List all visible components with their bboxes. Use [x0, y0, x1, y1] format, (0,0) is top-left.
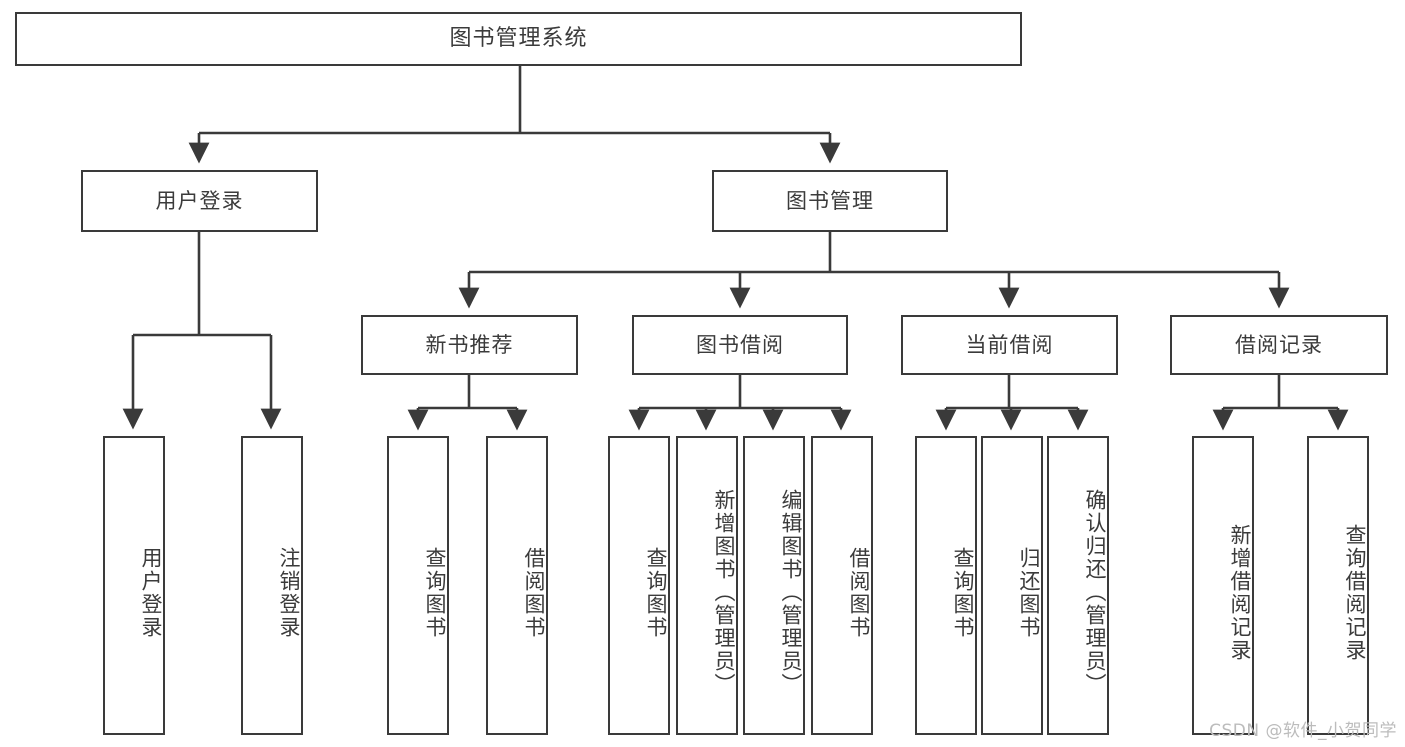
leaf-borrow-borrow-book[interactable]: 借阅图书 [811, 436, 873, 735]
node-label: 图书管理 [786, 188, 874, 213]
leaf-current-confirm-return-admin[interactable]: 确认归还（管理员） [1047, 436, 1109, 735]
node-label: 借阅图书 [522, 546, 546, 639]
leaf-user-login-logout[interactable]: 注销登录 [241, 436, 303, 735]
node-label: 编辑图书（管理员） [779, 489, 803, 696]
node-label: 新增借阅记录 [1228, 523, 1252, 662]
leaf-current-return-book[interactable]: 归还图书 [981, 436, 1043, 735]
node-book-management[interactable]: 图书管理 [712, 170, 948, 232]
csdn-watermark: CSDN @软件_小贺同学 [1209, 721, 1397, 741]
node-root-system[interactable]: 图书管理系统 [15, 12, 1022, 66]
leaf-current-query-book[interactable]: 查询图书 [915, 436, 977, 735]
leaf-borrow-edit-book-admin[interactable]: 编辑图书（管理员） [743, 436, 805, 735]
leaf-recommend-borrow-book[interactable]: 借阅图书 [486, 436, 548, 735]
node-borrow-record[interactable]: 借阅记录 [1170, 315, 1388, 375]
leaf-user-login-login[interactable]: 用户登录 [103, 436, 165, 735]
leaf-borrow-add-book-admin[interactable]: 新增图书（管理员） [676, 436, 738, 735]
node-label: 注销登录 [277, 546, 301, 639]
node-label: 图书管理系统 [449, 26, 588, 52]
leaf-record-query-record[interactable]: 查询借阅记录 [1307, 436, 1369, 735]
node-label: 新增图书（管理员） [712, 489, 736, 696]
node-new-book-recommend[interactable]: 新书推荐 [361, 315, 578, 375]
node-label: 借阅记录 [1235, 332, 1323, 357]
node-label: 当前借阅 [965, 332, 1054, 357]
node-label: 新书推荐 [425, 332, 514, 357]
node-label: 查询借阅记录 [1343, 523, 1367, 662]
node-label: 确认归还（管理员） [1083, 489, 1107, 696]
leaf-record-add-record[interactable]: 新增借阅记录 [1192, 436, 1254, 735]
node-label: 图书借阅 [696, 332, 784, 357]
node-label: 借阅图书 [847, 546, 871, 639]
node-label: 归还图书 [1017, 546, 1041, 639]
node-user-login[interactable]: 用户登录 [81, 170, 318, 232]
node-label: 用户登录 [139, 546, 163, 639]
leaf-borrow-query-book[interactable]: 查询图书 [608, 436, 670, 735]
node-current-borrow[interactable]: 当前借阅 [901, 315, 1118, 375]
node-label: 查询图书 [423, 546, 447, 639]
node-label: 查询图书 [951, 546, 975, 639]
node-label: 用户登录 [155, 188, 244, 213]
leaf-recommend-query-book[interactable]: 查询图书 [387, 436, 449, 735]
node-book-borrow[interactable]: 图书借阅 [632, 315, 848, 375]
node-label: 查询图书 [644, 546, 668, 639]
